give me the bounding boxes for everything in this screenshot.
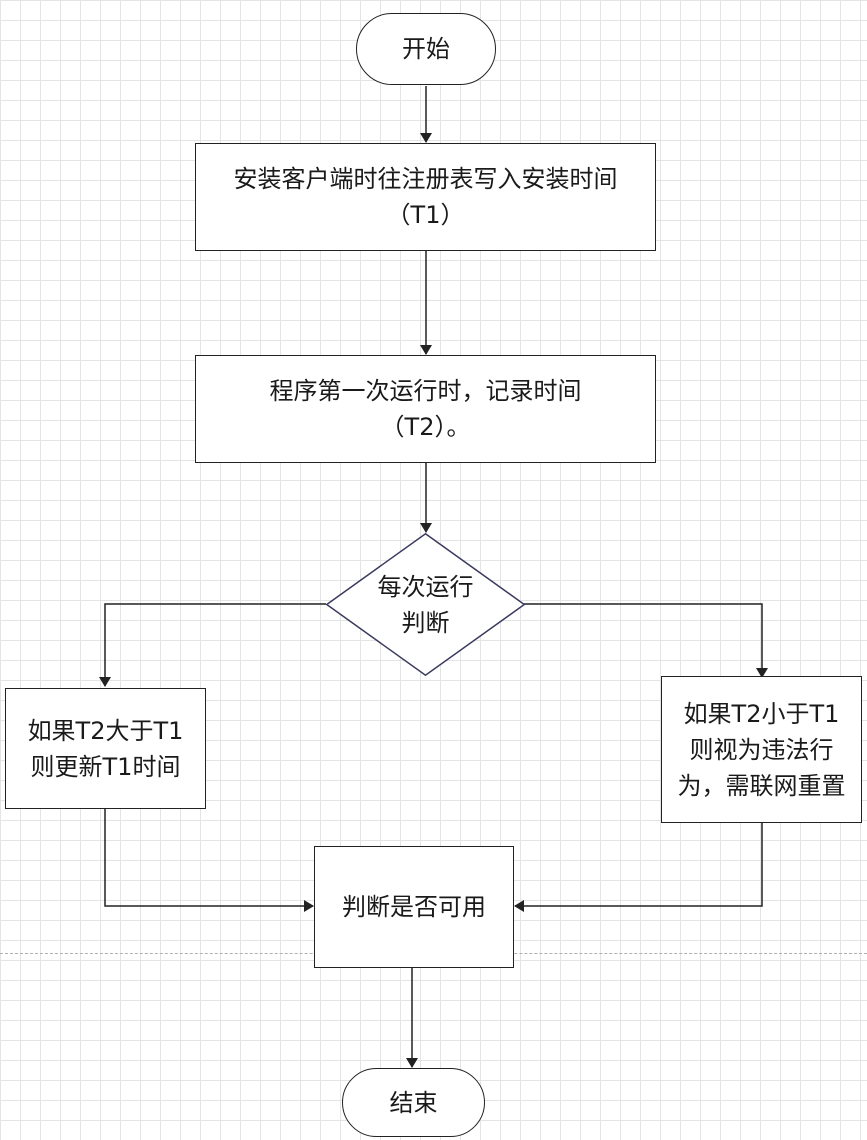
start-label: 开始: [402, 35, 450, 63]
arrow-decision-to-right: [524, 603, 768, 678]
decision-label: 每次运行 判断: [377, 572, 474, 637]
start-terminal: 开始: [356, 13, 496, 85]
update-t1-step-label: 如果T2大于T1 则更新T1时间: [27, 716, 184, 781]
decision-diamond: [325, 532, 526, 677]
first-run-step-label: 程序第一次运行时，记录时间 （T2）。: [269, 377, 582, 441]
availability-check-label: 判断是否可用: [342, 893, 486, 921]
end-terminal: 结束: [342, 1068, 485, 1137]
update-t1-step: 如果T2大于T1 则更新T1时间: [5, 688, 206, 809]
violation-step-label: 如果T2小于T1 则视为违法行 为，需联网重置: [677, 699, 846, 800]
run-check-decision: 每次运行 判断: [325, 532, 526, 677]
install-step: 安装客户端时往注册表写入安装时间 （T1）: [195, 143, 656, 251]
end-label: 结束: [389, 1088, 438, 1117]
availability-check-step: 判断是否可用: [314, 846, 514, 968]
arrow-right-to-check: [514, 822, 763, 912]
arrow-decision-to-left: [99, 603, 326, 687]
install-step-label: 安装客户端时往注册表写入安装时间 （T1）: [233, 165, 618, 229]
first-run-step: 程序第一次运行时，记录时间 （T2）。: [195, 355, 656, 463]
violation-step: 如果T2小于T1 则视为违法行 为，需联网重置: [661, 676, 862, 823]
arrow-left-to-check: [104, 808, 314, 912]
